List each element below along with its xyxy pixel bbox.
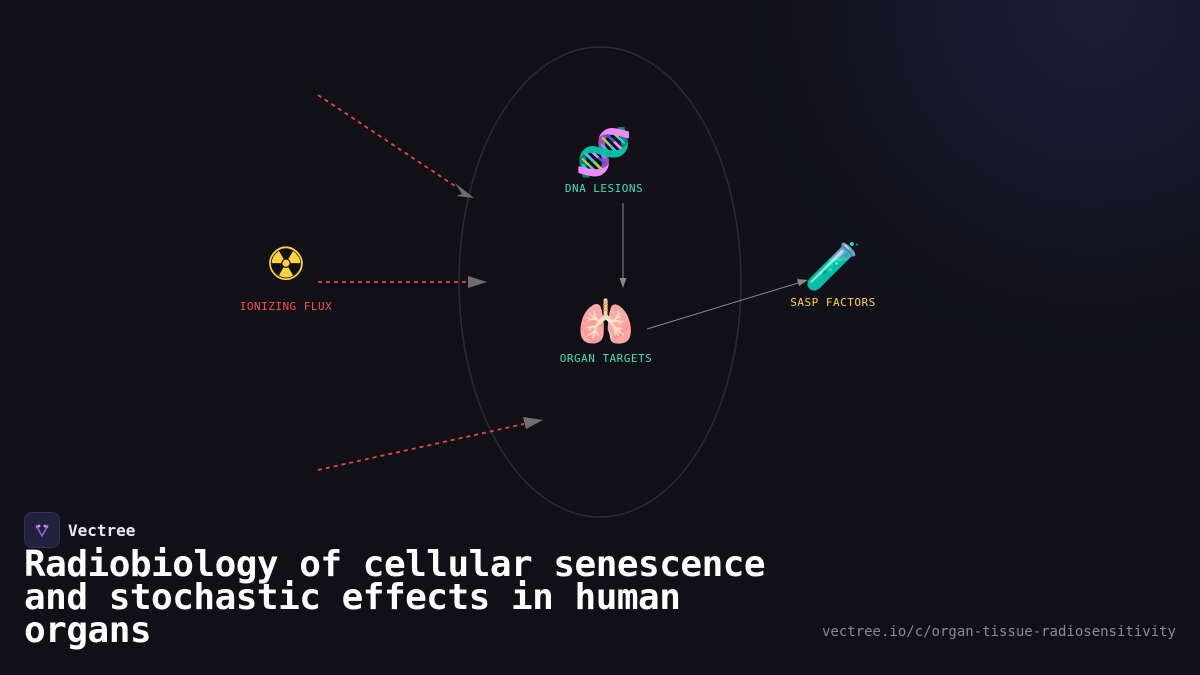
node-sasp-factors: 🧪 SASP FACTORS — [790, 240, 875, 309]
node-label-sasp-factors: SASP FACTORS — [790, 296, 876, 309]
flux-edge-top — [317, 94, 459, 189]
source-url[interactable]: vectree.io/c/organ-tissue-radiosensitivi… — [821, 624, 1176, 640]
lungs-icon: 🫁 — [577, 295, 635, 349]
dna-icon: 🧬 — [575, 125, 633, 179]
organ-sasp-edge-arrowhead — [797, 279, 808, 286]
organ-sasp-edge — [646, 282, 799, 330]
flux-edge-middle-arrowhead — [468, 276, 487, 288]
test-tube-icon: 🧪 — [804, 239, 862, 293]
radioactive-icon: ☢ — [265, 237, 307, 291]
dna-organ-edge-arrowhead — [619, 278, 627, 288]
flux-edge-bottom — [317, 423, 525, 471]
organ-boundary-ellipse — [458, 46, 742, 518]
node-label-organ-targets: ORGAN TARGETS — [559, 352, 653, 365]
flux-edge-top-arrowhead — [455, 183, 474, 198]
vectree-logo-icon — [24, 512, 60, 548]
node-dna-lesions: 🧬 DNA LESIONS — [565, 126, 643, 195]
node-ionizing-flux: ☢ IONIZING FLUX — [240, 238, 333, 313]
node-organ-targets: 🫁 ORGAN TARGETS — [560, 296, 653, 365]
node-label-dna-lesions: DNA LESIONS — [564, 182, 644, 195]
flux-edge-bottom-arrowhead — [523, 417, 543, 429]
brand: Vectree — [24, 512, 135, 548]
brand-name: Vectree — [68, 520, 136, 540]
page-title: Radiobiology of cellular senescence and … — [24, 544, 766, 651]
node-label-ionizing-flux: IONIZING FLUX — [239, 300, 333, 313]
